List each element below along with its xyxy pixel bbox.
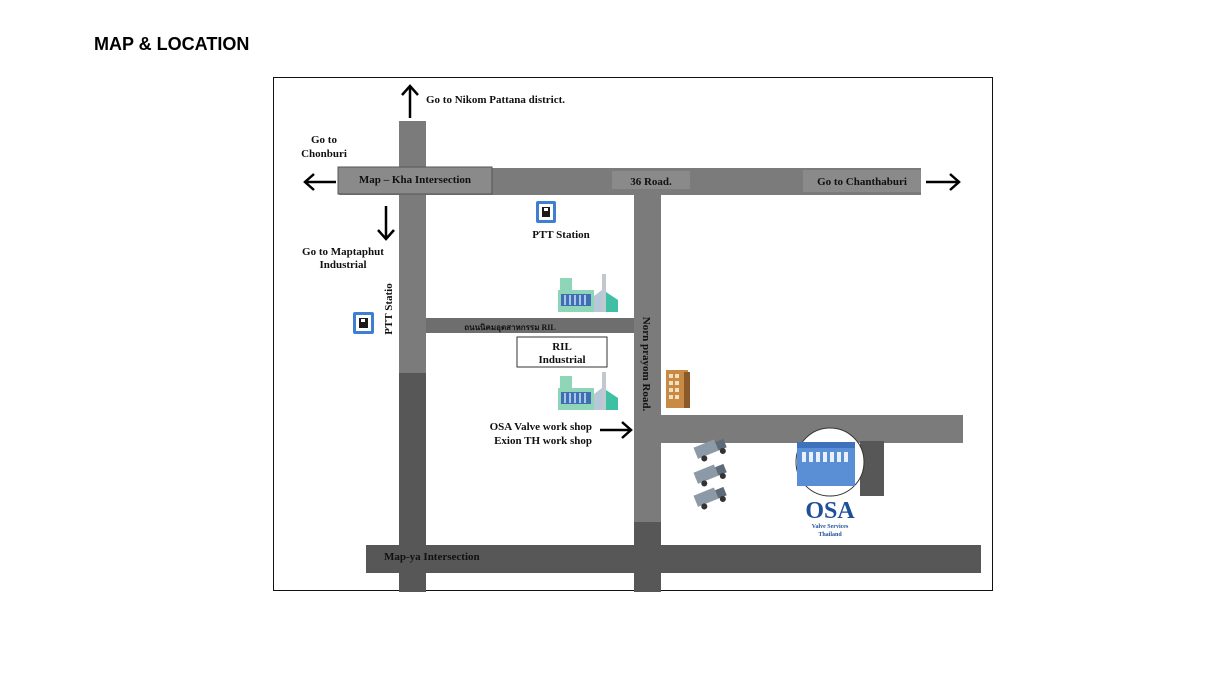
- map-ya-label: Map-ya Intersection: [384, 551, 480, 563]
- map-kha-label: Map – Kha Intersection: [359, 174, 471, 186]
- workshop-label-line2: Exion TH work shop: [494, 435, 592, 447]
- gas-station-icon: [536, 201, 556, 223]
- road-norn-prayom: [634, 195, 661, 535]
- osa-tagline-line1: Valve Services: [812, 524, 849, 530]
- ptt-station-label: PTT Station: [532, 229, 590, 241]
- ril-industrial-box: [516, 336, 608, 368]
- road-36-label-box: [612, 171, 690, 189]
- osa-logo: OSA: [805, 498, 855, 524]
- gas-station-icon: [353, 312, 374, 334]
- south-label-line2: Industrial: [319, 259, 366, 271]
- truck-icon: [693, 438, 727, 462]
- page-title: MAP & LOCATION: [94, 34, 250, 54]
- arrow-down-icon: [377, 206, 395, 241]
- map-frame: Map – Kha Intersection 36 Road. Go to Ch…: [273, 77, 993, 592]
- ril-label-line2: Industrial: [538, 354, 585, 366]
- south-label-line1: Go to Maptaphut: [302, 246, 384, 258]
- road-osa-branch: [860, 441, 884, 496]
- ril-label-line1: RIL: [552, 341, 572, 353]
- building-icon: [666, 370, 690, 408]
- osa-tagline-line2: Thailand: [818, 532, 842, 538]
- truck-icon: [693, 463, 727, 487]
- west-label-line1: Go to: [311, 134, 337, 146]
- arrow-left-icon: [303, 173, 336, 191]
- factory-icon: [558, 274, 618, 312]
- factory-icon: [558, 372, 618, 410]
- east-label: Go to Chanthaburi: [817, 176, 907, 188]
- osa-building-icon: [795, 427, 865, 497]
- workshop-label-line1: OSA Valve work shop: [490, 421, 592, 433]
- truck-icon: [693, 486, 727, 510]
- ril-road-label: ถนนนิคมอุตสาหกรรม RIL: [464, 323, 555, 333]
- north-label: Go to Nikom Pattana district.: [426, 94, 565, 106]
- west-label-line2: Chonburi: [301, 148, 347, 160]
- norn-prayom-label: Norn prayom Road.: [640, 317, 652, 412]
- arrow-right-icon: [600, 421, 633, 439]
- map-canvas: Map – Kha Intersection 36 Road. Go to Ch…: [301, 84, 981, 592]
- east-label-box: [803, 170, 921, 192]
- arrow-up-icon: [401, 84, 419, 118]
- ptt-station-vertical-label: PTT Statio: [383, 283, 395, 335]
- road-west-vertical-upper: [399, 121, 426, 375]
- road-ril: [426, 318, 634, 333]
- arrow-right-icon: [926, 173, 961, 191]
- road-36-label: 36 Road.: [630, 176, 672, 188]
- map-kha-label-box: [337, 166, 493, 195]
- road-map-ya: [366, 545, 981, 573]
